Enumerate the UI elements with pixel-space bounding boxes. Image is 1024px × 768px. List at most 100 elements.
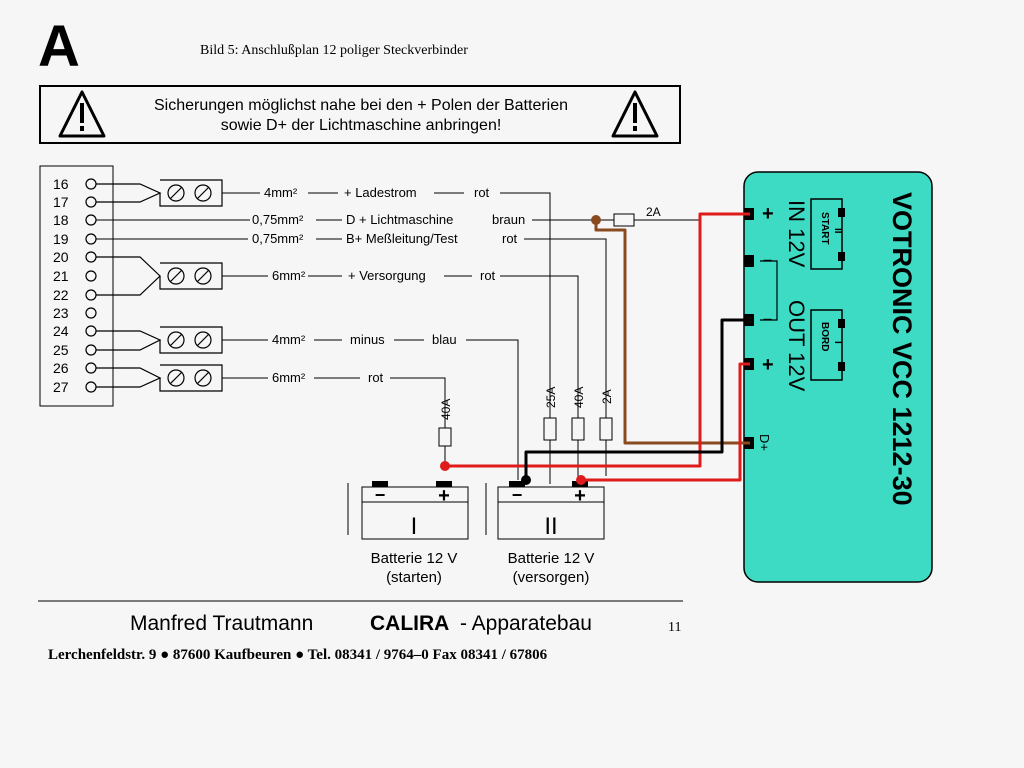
power-wires — [445, 212, 750, 482]
wire-size: 4mm² — [264, 185, 298, 200]
pin-label: 25 — [53, 342, 69, 358]
footer-company: - Apparatebau — [460, 612, 592, 635]
battery-2: − + II Batterie 12 V (versorgen) — [485, 481, 605, 586]
fuses — [438, 213, 635, 447]
battery-2-sublabel: (versorgen) — [513, 569, 590, 586]
wire-labels: 4mm² + Ladestrom rot 0,75mm² D + Lichtma… — [252, 185, 525, 385]
terminal-block — [96, 256, 223, 296]
battery-2-label: Batterie 12 V — [508, 550, 595, 567]
black-node — [521, 475, 531, 485]
terminal-block — [96, 326, 223, 354]
pin-label: 18 — [53, 212, 69, 228]
terminal-block — [96, 179, 223, 207]
pin-circle — [85, 178, 97, 190]
pin-circle — [85, 307, 97, 319]
footer-brand: CALIRA — [370, 612, 449, 635]
pin-label: 22 — [53, 287, 69, 303]
warning-line-1: Sicherungen möglichst nahe bei den + Pol… — [154, 97, 568, 114]
terminal-out-minus-label: − — [763, 312, 772, 329]
connector-block — [39, 165, 114, 407]
terminal-in-minus — [744, 255, 754, 267]
wire-color: rot — [502, 231, 518, 246]
fuse-label: 40A — [439, 399, 453, 420]
battery-1-minus: − — [375, 485, 386, 505]
battery-1-plus: + — [438, 485, 450, 507]
page-letter: A — [38, 14, 80, 79]
bord-box: I BORD — [810, 309, 845, 381]
pin-label: 27 — [53, 379, 69, 395]
pin-label: 23 — [53, 305, 69, 321]
fuse-label: 2A — [646, 205, 661, 219]
brown-wire — [594, 220, 750, 445]
wire-label: minus — [350, 332, 385, 347]
wire-color: rot — [480, 268, 496, 283]
battery-1-sublabel: (starten) — [386, 569, 442, 586]
pin-circle — [85, 381, 97, 393]
wire-nodes — [440, 215, 601, 485]
pin-circle — [85, 344, 97, 356]
pin-circle — [85, 289, 97, 301]
pin-label: 26 — [53, 360, 69, 376]
terminal-block — [96, 364, 223, 392]
pin-circles — [85, 178, 97, 393]
start-box-text: START — [819, 212, 830, 245]
footer-address: Lerchenfeldstr. 9 ● 87600 Kaufbeuren ● T… — [48, 647, 548, 663]
start-box-roman: II — [832, 228, 843, 234]
wire-size: 6mm² — [272, 268, 306, 283]
warning-box: Sicherungen möglichst nahe bei den + Pol… — [39, 85, 681, 144]
pin-circle — [85, 362, 97, 374]
brown-node — [591, 215, 601, 225]
terminal-out-plus-label: + — [762, 354, 774, 376]
fuse-label: 25A — [544, 387, 558, 408]
warning-triangle-icon — [58, 90, 106, 138]
wire-color: braun — [492, 212, 525, 227]
charger-in-label: IN 12V — [784, 200, 809, 268]
wire-label: D + Lichtmaschine — [346, 212, 453, 227]
figure-caption: Bild 5: Anschlußplan 12 poliger Steckver… — [200, 43, 468, 58]
wire-size: 6mm² — [272, 370, 306, 385]
pin-circle — [85, 251, 97, 263]
wire-size: 0,75mm² — [252, 212, 304, 227]
pin-label: 24 — [53, 323, 69, 339]
pin-labels: 16 17 18 19 20 21 22 23 24 25 26 27 — [53, 176, 69, 395]
fuse-40a-mid — [571, 417, 585, 441]
pin-label: 16 — [53, 176, 69, 192]
pin-circle — [85, 196, 97, 208]
fuse-labels: 2A 40A 25A 40A 2A — [439, 205, 661, 420]
page-number: 11 — [668, 620, 681, 635]
red-wire-start — [445, 212, 750, 468]
black-wire — [524, 318, 750, 480]
pin-label: 19 — [53, 231, 69, 247]
battery-1: − + I Batterie 12 V (starten) — [347, 481, 469, 586]
terminal-d-plus-label: D+ — [757, 434, 772, 451]
pin-circle — [85, 325, 97, 337]
red-wire-bord — [581, 362, 750, 482]
red-node — [440, 461, 450, 471]
pin-circle — [85, 270, 97, 282]
wire-color: blau — [432, 332, 457, 347]
battery-1-label: Batterie 12 V — [371, 550, 458, 567]
fuse-label: 40A — [572, 387, 586, 408]
red-node — [576, 475, 586, 485]
bord-box-roman: I — [832, 341, 843, 344]
terminal-blocks — [96, 179, 223, 392]
battery-1-roman: I — [411, 513, 418, 540]
wire-label: B+ Meßleitung/Test — [346, 231, 458, 246]
terminal-in-minus-label: − — [763, 253, 772, 270]
wire-size: 4mm² — [272, 332, 306, 347]
charger-out-label: OUT 12V — [784, 300, 809, 392]
battery-2-minus: − — [512, 485, 523, 505]
fuse-25a — [543, 417, 557, 441]
wire-size: 0,75mm² — [252, 231, 304, 246]
fuse-2a-top — [613, 213, 635, 227]
wire-label: + Ladestrom — [344, 185, 417, 200]
pin-label: 20 — [53, 249, 69, 265]
charger-body — [743, 171, 933, 583]
warning-triangle-icon — [611, 90, 659, 138]
pin-circle — [85, 233, 97, 245]
bord-box-text: BORD — [819, 322, 830, 351]
fuse-2a-mid — [599, 417, 613, 441]
pin-circle — [85, 214, 97, 226]
wire-color: rot — [474, 185, 490, 200]
